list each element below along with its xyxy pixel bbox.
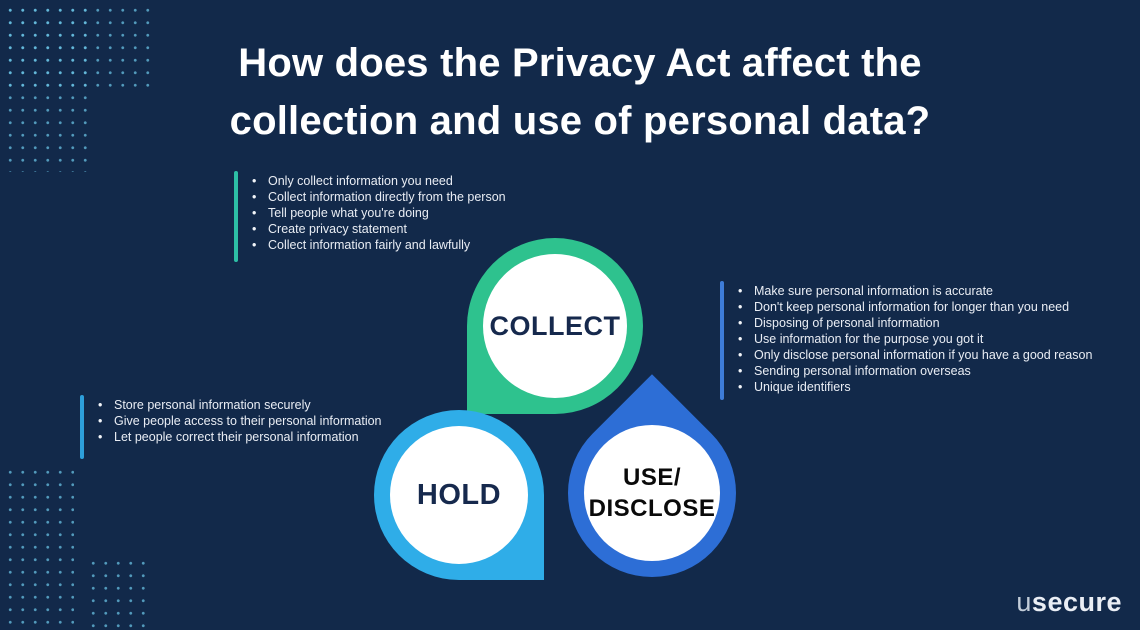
bullet-item: Only disclose personal information if yo… xyxy=(738,347,1092,363)
bullet-item: Tell people what you're doing xyxy=(252,205,506,221)
bullet-item: Sending personal information overseas xyxy=(738,363,1092,379)
page-title-line2: collection and use of personal data? xyxy=(229,99,931,143)
bullet-item: Collect information directly from the pe… xyxy=(252,189,506,205)
dot-pattern-bottom-left-wide xyxy=(83,553,153,630)
bullet-item: Let people correct their personal inform… xyxy=(98,429,382,445)
hold-bullet-list: Store personal information securelyGive … xyxy=(98,397,382,459)
hold-label: HOLD xyxy=(416,478,502,511)
bullet-item: Give people access to their personal inf… xyxy=(98,413,382,429)
bullet-item: Collect information fairly and lawfully xyxy=(252,237,506,253)
logo-rest: secure xyxy=(1031,587,1122,617)
dot-pattern-top-left-tall xyxy=(0,0,88,172)
use-disclose-label: USE/DISCLOSE xyxy=(589,462,716,524)
collect-accent-bar xyxy=(234,171,238,262)
usecure-logo: usecure xyxy=(1016,587,1122,618)
logo-prefix: u xyxy=(1016,587,1032,617)
page-title-line1: How does the Privacy Act affect the xyxy=(238,41,922,85)
collect-label: COLLECT xyxy=(489,310,621,341)
use-disclose-accent-bar xyxy=(720,281,724,400)
collect-list: Only collect information you needCollect… xyxy=(234,171,506,262)
collect-circle: COLLECT xyxy=(483,254,627,398)
collect-bullet-list: Only collect information you needCollect… xyxy=(252,173,506,262)
hold-accent-bar xyxy=(80,395,84,459)
bullet-item: Don't keep personal information for long… xyxy=(738,299,1092,315)
dot-pattern-bottom-left-tall xyxy=(0,462,74,630)
use-disclose-list: Make sure personal information is accura… xyxy=(720,281,1092,400)
bullet-item: Disposing of personal information xyxy=(738,315,1092,331)
hold-circle: HOLD xyxy=(390,426,528,564)
bullet-item: Use information for the purpose you got … xyxy=(738,331,1092,347)
use-disclose-circle: USE/DISCLOSE xyxy=(584,425,720,561)
bullet-item: Make sure personal information is accura… xyxy=(738,283,1092,299)
page-title: How does the Privacy Act affect the colle… xyxy=(150,34,1010,150)
bullet-item: Only collect information you need xyxy=(252,173,506,189)
bullet-item: Create privacy statement xyxy=(252,221,506,237)
use-disclose-bullet-list: Make sure personal information is accura… xyxy=(738,283,1092,400)
use-label-line1: USE/ xyxy=(622,464,681,491)
bullet-item: Store personal information securely xyxy=(98,397,382,413)
use-label-line2: DISCLOSE xyxy=(588,495,716,522)
bullet-item: Unique identifiers xyxy=(738,379,1092,395)
hold-list: Store personal information securelyGive … xyxy=(80,395,382,459)
